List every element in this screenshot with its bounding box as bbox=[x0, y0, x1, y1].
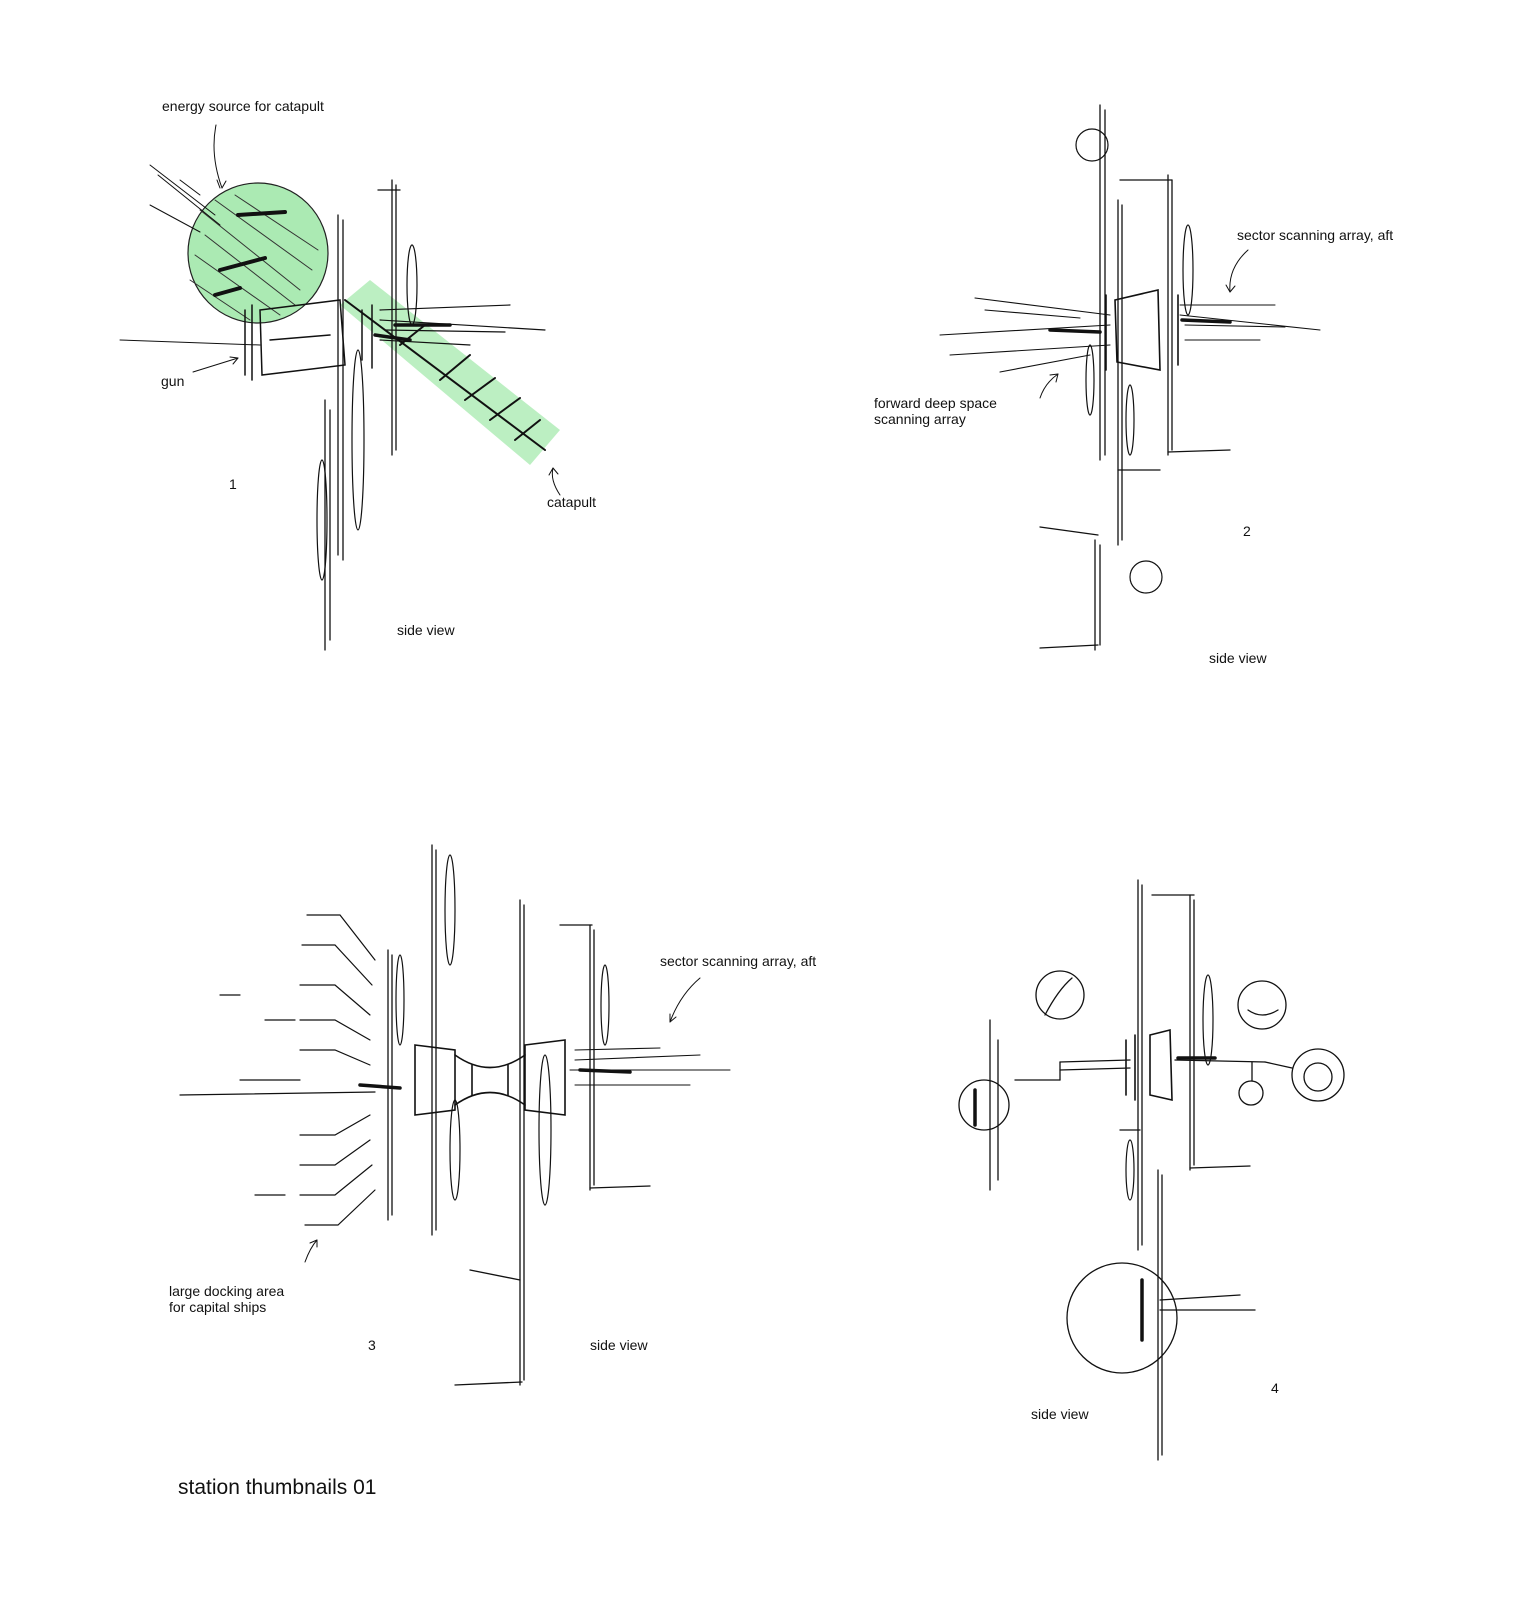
annotation-catapult: catapult bbox=[547, 494, 597, 510]
annotation-forward-array: forward deep space scanning array bbox=[874, 395, 997, 427]
view-label-3: side view bbox=[590, 1337, 648, 1353]
annotation-gun: gun bbox=[161, 373, 185, 389]
view-label-4: side view bbox=[1031, 1406, 1089, 1422]
sketch-number-1: 1 bbox=[229, 476, 237, 492]
station-sketch-4 bbox=[958, 879, 1345, 1461]
energy-sphere bbox=[187, 182, 329, 324]
view-label-2: side view bbox=[1209, 650, 1267, 666]
annotation-energy-source: energy source for catapult bbox=[162, 98, 324, 114]
annotation-aft-array-3: sector scanning array, aft bbox=[660, 953, 817, 969]
annotation-docking-area: large docking area for capital ships bbox=[169, 1283, 285, 1315]
annotation-aft-array-2: sector scanning array, aft bbox=[1237, 227, 1394, 243]
station-sketch-2 bbox=[939, 104, 1321, 651]
station-sketch-1 bbox=[119, 124, 561, 651]
station-sketch-3 bbox=[179, 844, 731, 1386]
sheet-title: station thumbnails 01 bbox=[178, 1476, 377, 1499]
sketch-number-3: 3 bbox=[368, 1337, 376, 1353]
sketch-number-4: 4 bbox=[1271, 1380, 1279, 1396]
view-label-1: side view bbox=[397, 622, 455, 638]
sketch-number-2: 2 bbox=[1243, 523, 1251, 539]
